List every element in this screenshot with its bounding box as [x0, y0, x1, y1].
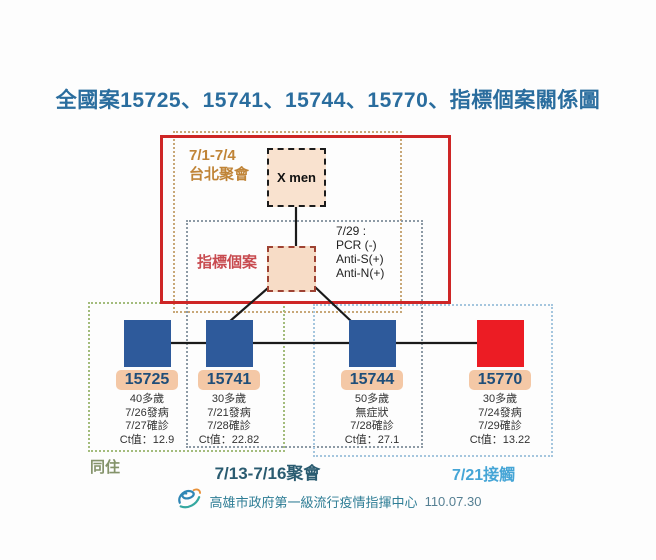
case-node-15744	[348, 320, 396, 367]
case-id-badge: 15741	[198, 370, 260, 390]
taipei-meeting-red-frame	[160, 135, 451, 304]
diagram-title: 全國案15725、15741、15744、15770、指標個案關係圖	[55, 89, 601, 112]
contact-label: 7/21接觸	[452, 467, 516, 484]
test-result-date: 7/29 :	[336, 224, 367, 238]
kaohsiung-government-logo-icon	[175, 487, 203, 516]
cohabit-label: 同住	[90, 459, 121, 476]
case-detail-line: 無症狀	[355, 406, 389, 419]
case-id-badge: 15744	[341, 370, 403, 390]
taipei-name: 台北聚會	[189, 166, 250, 183]
case-detail-line: Ct值：22.82	[198, 433, 260, 446]
case-node-15725	[123, 320, 171, 367]
index-case-label: 指標個案	[197, 254, 258, 271]
footer: 高雄市政府第一級流行疫情指揮中心 110.07.30	[0, 487, 656, 516]
case-detail-line: 7/26發病	[125, 406, 169, 419]
case-node-15770	[476, 320, 524, 367]
case-id-badge: 15725	[116, 370, 178, 390]
case-details: 50多歲 無症狀 7/28確診 Ct值：27.1	[325, 393, 419, 447]
case-detail-line: 7/29確診	[478, 420, 522, 432]
case-detail-line: 7/28確診	[350, 420, 394, 432]
gathering-dotted-box	[186, 220, 423, 448]
case-detail-line: 30多歲	[482, 393, 518, 405]
case-detail-line: Ct值：12.9	[119, 433, 175, 446]
case-group-15725: 15725 40多歲 7/26發病 7/27確診 Ct值：12.9	[100, 320, 194, 447]
case-detail-line: 7/27確診	[125, 420, 169, 432]
footer-date: 110.07.30	[424, 494, 482, 509]
case-group-15741: 15741 30多歲 7/21發病 7/28確診 Ct值：22.82	[182, 320, 276, 447]
case-detail-line: 7/21發病	[207, 406, 251, 419]
case-group-15744: 15744 50多歲 無症狀 7/28確診 Ct值：27.1	[325, 320, 419, 447]
test-result-block: 7/29 : PCR (-) Anti-S(+) Anti-N(+)	[336, 224, 384, 280]
case-detail-line: Ct值：27.1	[344, 433, 400, 446]
footer-org: 高雄市政府第一級流行疫情指揮中心	[209, 495, 418, 510]
test-result-pcr: PCR (-)	[336, 238, 377, 252]
xmen-node: X men	[267, 148, 326, 207]
case-detail-line: 7/28確診	[207, 420, 251, 432]
case-details: 40多歲 7/26發病 7/27確診 Ct值：12.9	[100, 393, 194, 447]
case-detail-line: 40多歲	[129, 393, 165, 405]
case-detail-line: 50多歲	[354, 393, 390, 405]
taipei-meeting-dotted-box	[173, 131, 402, 313]
taipei-period: 7/1-7/4	[189, 147, 236, 164]
case-group-15770: 15770 30多歲 7/24發病 7/29確診 Ct值：13.22	[453, 320, 547, 447]
contact-dotted-box	[313, 304, 553, 457]
index-case-node	[267, 246, 316, 292]
case-detail-line: 7/24發病	[478, 406, 522, 419]
case-detail-line: Ct值：13.22	[469, 433, 531, 446]
gathering-label: 7/13-7/16聚會	[214, 464, 321, 483]
test-result-anti-n: Anti-N(+)	[336, 266, 385, 280]
case-details: 30多歲 7/21發病 7/28確診 Ct值：22.82	[182, 393, 276, 447]
case-node-15741	[205, 320, 253, 367]
test-result-anti-s: Anti-S(+)	[336, 252, 384, 266]
taipei-meeting-label: 7/1-7/4 台北聚會	[189, 146, 249, 184]
case-details: 30多歲 7/24發病 7/29確診 Ct值：13.22	[453, 393, 547, 447]
case-detail-line: 30多歲	[211, 393, 247, 405]
case-id-badge: 15770	[469, 370, 531, 390]
xmen-label: X men	[276, 170, 316, 185]
